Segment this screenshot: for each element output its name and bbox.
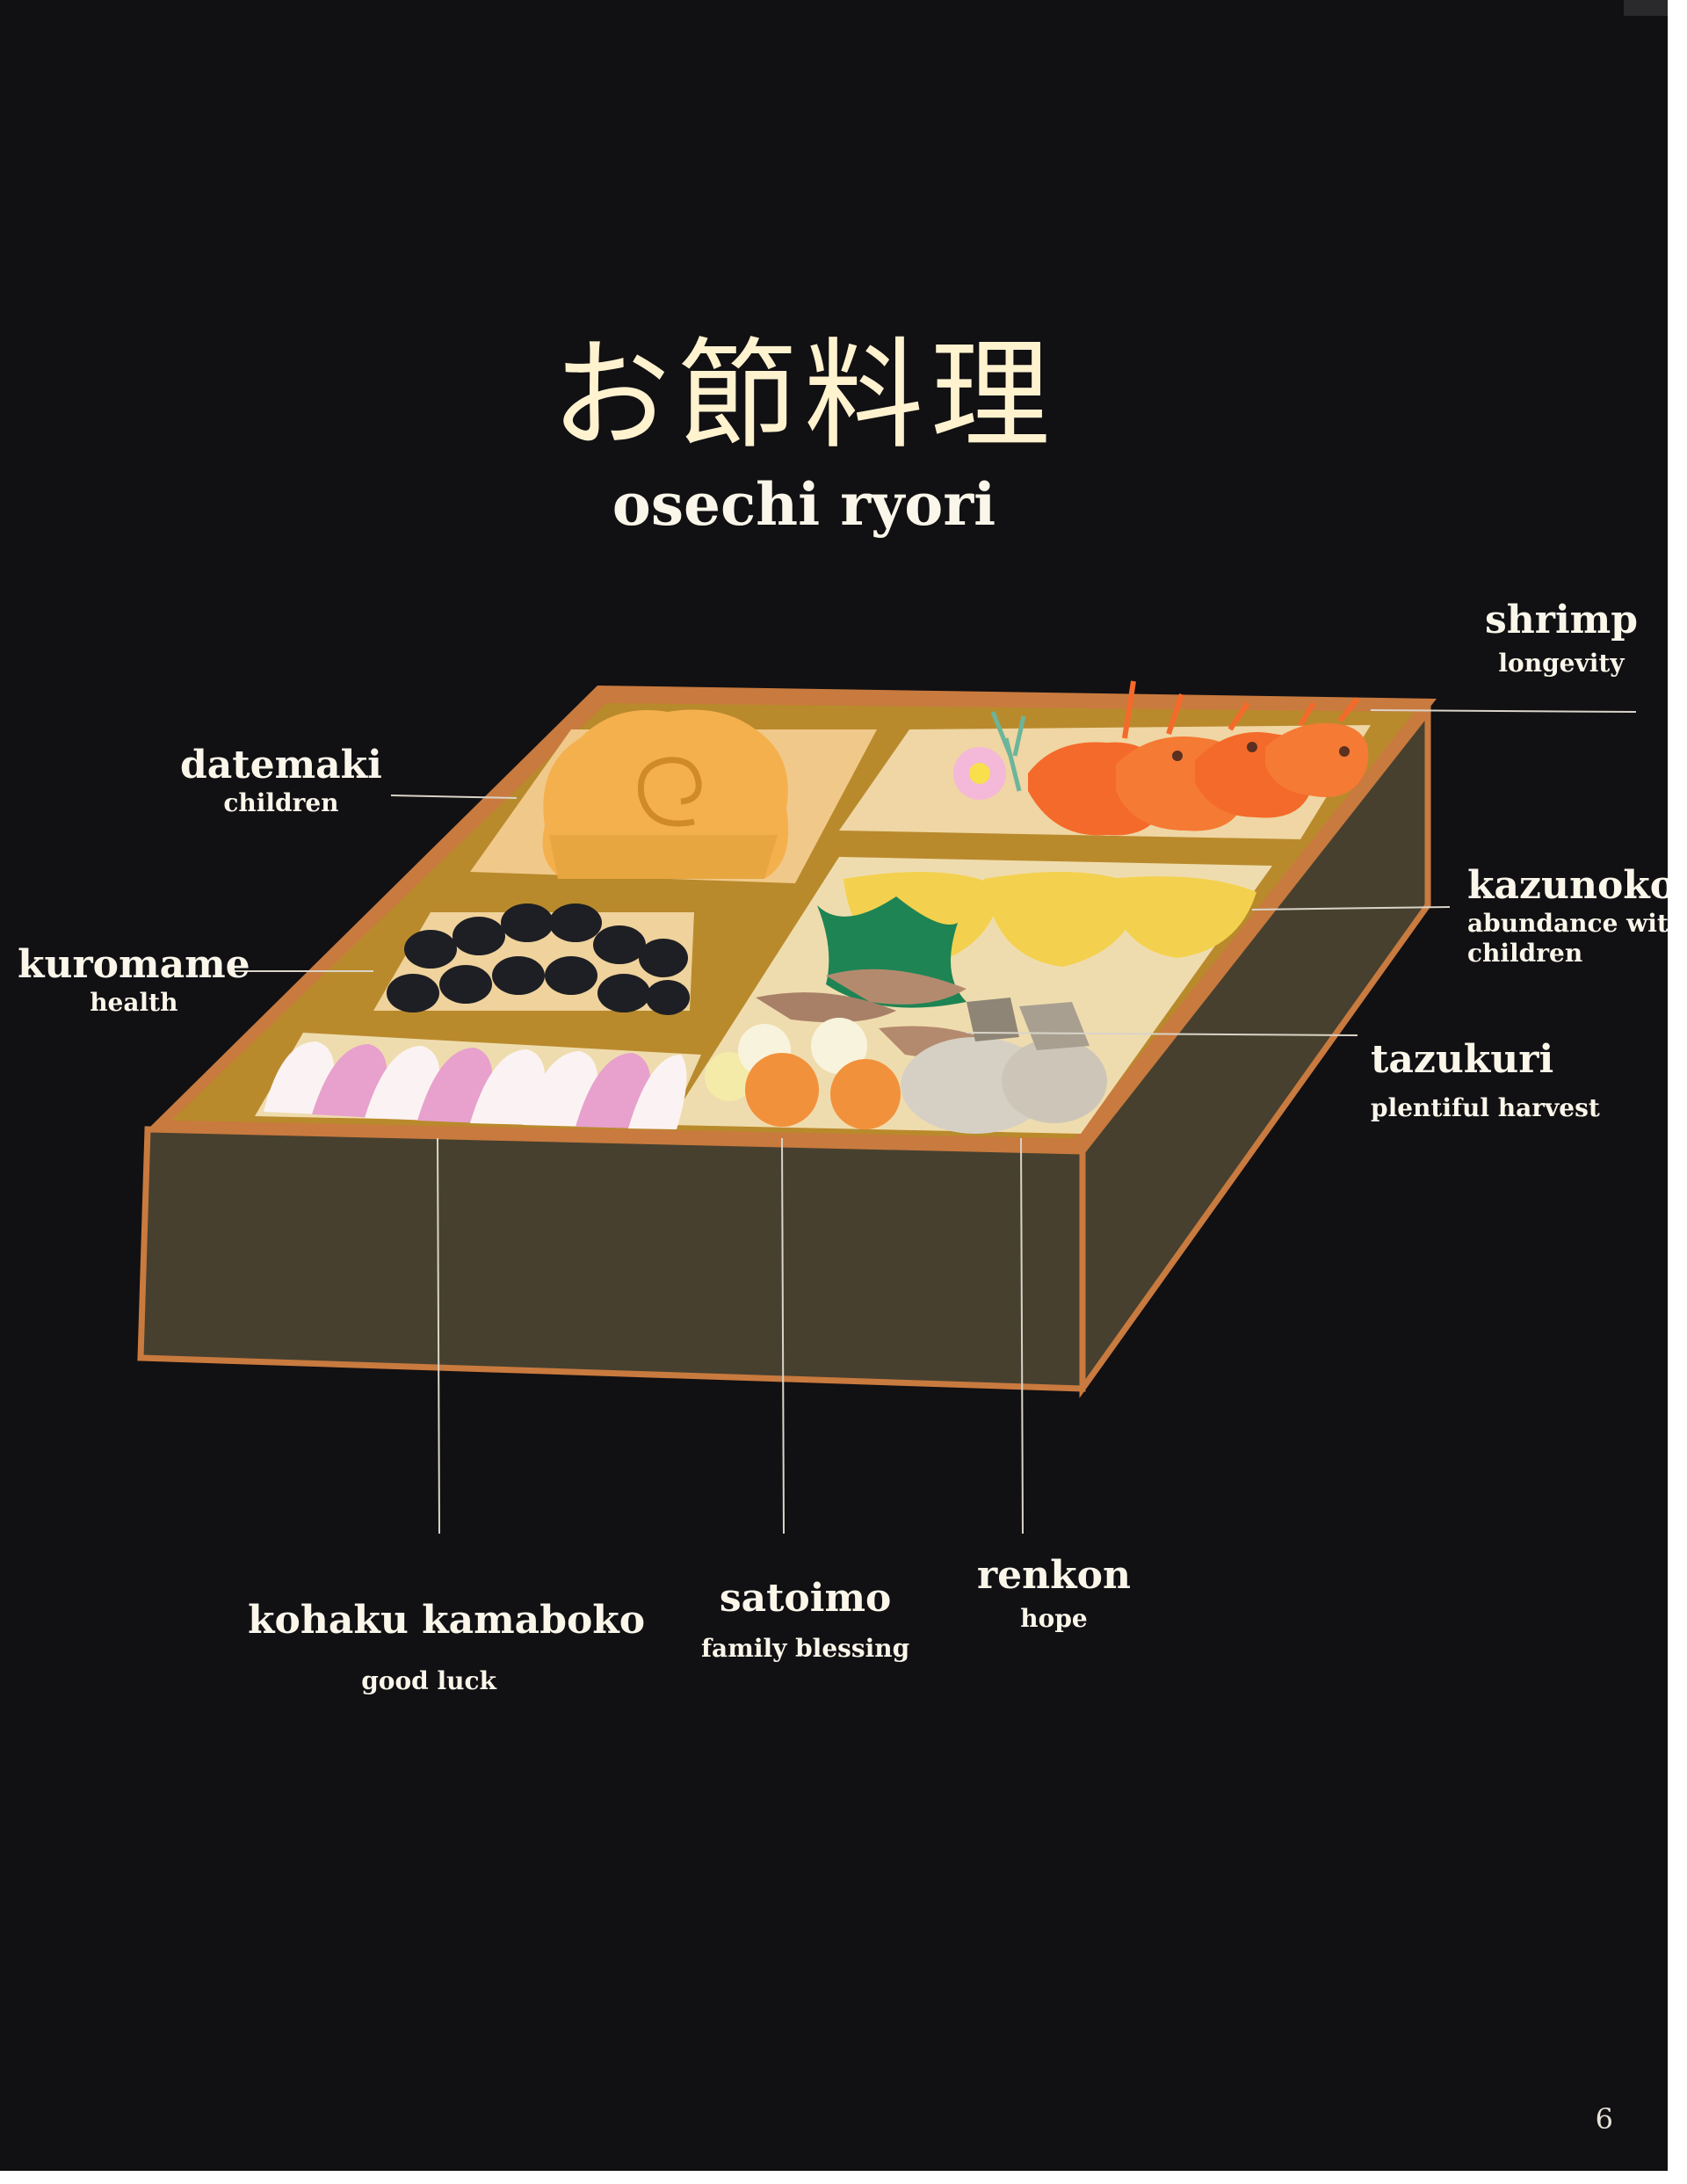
tazukuri-fish [756,969,1002,1058]
label-shrimp: shrimp longevity [1485,598,1638,678]
label-satoimo-meaning: family blessing [701,1634,910,1663]
title-english: osechi ryori [612,470,996,539]
leader-lines [233,709,1637,1535]
box-front-face [137,1126,1086,1392]
label-kuromame-name: kuromame [18,942,250,987]
page-corner-tab [1624,0,1668,16]
label-kazunoko: kazunoko abundance with children [1467,863,1668,969]
label-kazunoko-name: kazunoko [1467,863,1668,908]
shrimp-group [953,680,1369,836]
label-kazunoko-meaning: abundance with [1467,909,1668,938]
title-japanese: お節料理 [551,327,1057,466]
label-datemaki-meaning: children [223,788,339,817]
label-renkon-name: renkon [977,1553,1131,1598]
label-renkon-meaning: hope [1020,1604,1088,1633]
label-kuromame: kuromame health [18,942,250,1018]
label-kohaku-kamaboko: kohaku kamaboko good luck [248,1598,645,1696]
kuromame-beans [387,903,690,1015]
label-tazukuri-meaning: plentiful harvest [1371,1093,1600,1122]
label-shrimp-name: shrimp [1485,598,1638,642]
label-kohaku-meaning: good luck [361,1666,496,1695]
label-satoimo-name: satoimo [719,1576,892,1621]
label-tazukuri-name: tazukuri [1371,1037,1554,1082]
label-kohaku-name: kohaku kamaboko [248,1598,646,1643]
label-shrimp-meaning: longevity [1498,649,1625,678]
label-datemaki-name: datemaki [180,743,382,787]
label-kazunoko-meaning-line2: children [1467,939,1583,968]
label-satoimo: satoimo family blessing [701,1576,909,1664]
box-right-face [1079,702,1431,1398]
kohaku-kamaboko [264,1041,687,1129]
page-number: 6 [1595,2102,1613,2136]
label-renkon: renkon hope [977,1553,1131,1634]
datemaki-roll [542,709,789,879]
label-datemaki: datemaki children [180,743,382,818]
label-tazukuri: tazukuri plentiful harvest [1371,1037,1600,1123]
satoimo-and-renkon [705,998,1107,1134]
label-kuromame-meaning: health [90,988,178,1017]
